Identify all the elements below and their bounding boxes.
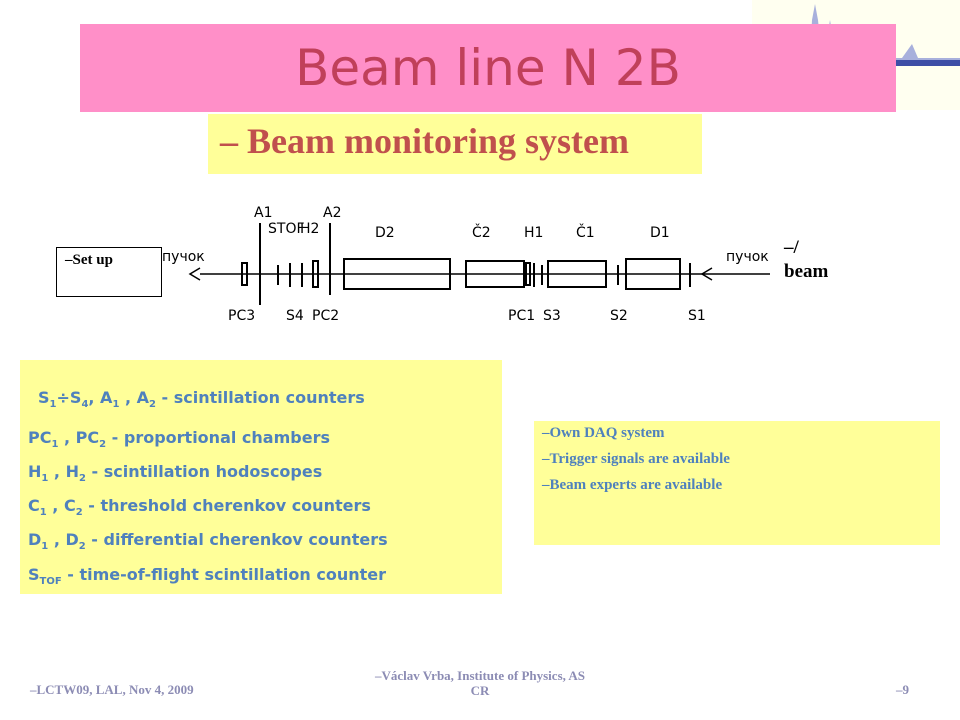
legend-item: D1 , D2 - differential cherenkov counter… <box>28 530 388 553</box>
footer-author: –Václav Vrba, Institute of Physics, AS C… <box>374 668 586 698</box>
info-line: –Own DAQ system <box>542 425 665 441</box>
label-s2: S2 <box>610 308 628 324</box>
label-s4: S4 <box>286 308 304 324</box>
legend-item: C1 , C2 - threshold cherenkov counters <box>28 496 371 519</box>
label-stof: STOF <box>268 221 305 237</box>
label-d2: D2 <box>375 225 395 241</box>
legend-box: S1÷S4, A1 , A2 - scintillation counters … <box>20 360 502 594</box>
beam-direction-label: –/ beam <box>784 236 828 284</box>
label-c2: Č2 <box>472 223 491 241</box>
c1-counter <box>547 260 607 288</box>
info-line: –Trigger signals are available <box>542 451 730 467</box>
slide-subtitle: – Beam monitoring system <box>220 121 629 161</box>
d1-counter <box>625 258 681 290</box>
info-line: –Beam experts are available <box>542 477 723 493</box>
setup-label-box: –Set up <box>56 247 162 297</box>
info-box: –Own DAQ system –Trigger signals are ava… <box>534 421 940 545</box>
label-a2: A2 <box>323 205 341 221</box>
label-s3: S3 <box>543 308 561 324</box>
beamline-diagram: A1 STOF H2 A2 D2 Č2 H1 Č1 D1 PC3 S4 PC2 … <box>162 205 770 324</box>
label-beam-right: пучок <box>726 249 769 265</box>
slide-title: Beam line N 2B <box>295 39 681 97</box>
legend-item: PC1 , PC2 - proportional chambers <box>28 428 330 451</box>
legend-item: S1÷S4, A1 , A2 - scintillation counters <box>38 388 365 411</box>
c2-counter <box>465 260 525 288</box>
label-pc2: PC2 <box>312 308 339 324</box>
legend-item: H1 , H2 - scintillation hodoscopes <box>28 462 323 485</box>
label-a1: A1 <box>254 205 272 221</box>
label-beam-left: пучок <box>162 249 205 265</box>
d2-counter <box>343 258 451 290</box>
label-d1: D1 <box>650 225 670 241</box>
label-pc3: PC3 <box>228 308 255 324</box>
title-band <box>80 24 896 112</box>
setup-label: –Set up <box>65 252 113 268</box>
beam-label-bottom: beam <box>784 261 829 282</box>
label-pc1: PC1 <box>508 308 535 324</box>
pc2-chamber <box>312 260 319 288</box>
arrow-right-icon <box>700 267 713 281</box>
subtitle-band <box>208 114 702 174</box>
beam-label-top: –/ <box>784 237 799 258</box>
footer-page-number: –9 <box>896 682 909 697</box>
legend-item: STOF - time-of-flight scintillation coun… <box>28 565 386 588</box>
pc3-chamber <box>241 262 248 286</box>
label-c1: Č1 <box>576 223 595 241</box>
footer-event: –LCTW09, LAL, Nov 4, 2009 <box>30 682 194 697</box>
label-s1: S1 <box>688 308 706 324</box>
label-h1: H1 <box>524 225 543 241</box>
arrow-left-icon <box>188 267 201 281</box>
label-h2: H2 <box>300 221 319 237</box>
pc1-chamber <box>525 262 531 286</box>
